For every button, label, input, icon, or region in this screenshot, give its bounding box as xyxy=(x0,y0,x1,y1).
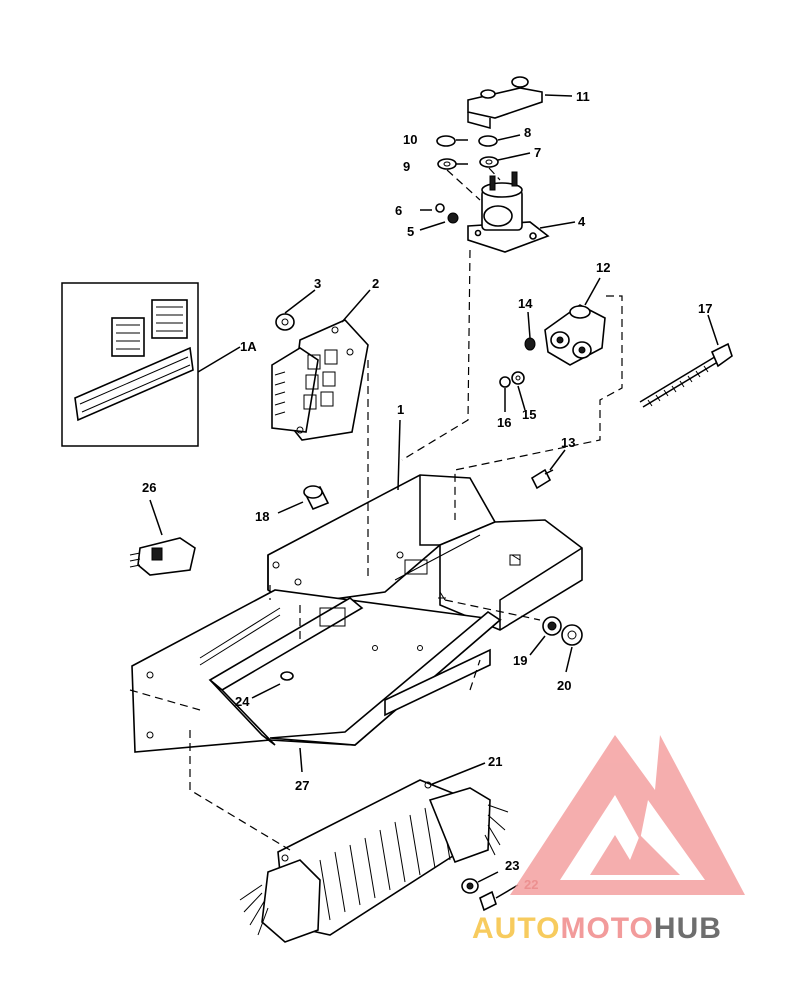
label-19: 19 xyxy=(513,653,527,668)
parts-22-23-hardware xyxy=(461,878,497,912)
parts-5-6-small-hardware xyxy=(435,203,459,224)
label-15: 15 xyxy=(522,407,536,422)
watermark-text-auto: AUTO xyxy=(472,912,560,945)
label-4: 4 xyxy=(578,214,586,229)
label-12: 12 xyxy=(596,260,610,275)
label-17: 17 xyxy=(698,301,712,316)
watermark-text-hub: HUB xyxy=(654,912,722,945)
label-7: 7 xyxy=(534,145,541,160)
part-labels: 11 10 8 9 7 6 5 4 12 3 2 14 17 1A 1 16 1… xyxy=(142,89,712,892)
label-14: 14 xyxy=(518,296,533,311)
label-24: 24 xyxy=(235,694,250,709)
part-27-base-tray xyxy=(131,554,521,753)
label-1: 1 xyxy=(397,402,404,417)
part-17-long-bolt xyxy=(639,342,733,408)
part-21-finned-module xyxy=(239,779,509,943)
parts-14-16-hardware xyxy=(499,337,536,388)
part-13-screw xyxy=(530,468,554,490)
label-20: 20 xyxy=(557,678,571,693)
label-23: 23 xyxy=(505,858,519,873)
label-16: 16 xyxy=(497,415,511,430)
part-2-connector-plate xyxy=(271,319,369,441)
label-11: 11 xyxy=(576,89,590,104)
watermark-text-moto: MOTO xyxy=(560,912,653,945)
part-18-spacer xyxy=(303,485,330,511)
label-27: 27 xyxy=(295,778,309,793)
assembly-dash-lines xyxy=(129,167,623,851)
watermark-triangle-inner xyxy=(560,795,705,880)
label-1a: 1A xyxy=(240,339,257,354)
part-12-relay xyxy=(544,304,606,366)
part-3-nut xyxy=(275,313,295,331)
label-3: 3 xyxy=(314,276,321,291)
part-1a-decal-box xyxy=(61,282,199,447)
label-5: 5 xyxy=(407,224,414,239)
label-26: 26 xyxy=(142,480,156,495)
label-21: 21 xyxy=(488,754,502,769)
svg-text:AUTOMOTOHUB: AUTOMOTOHUB xyxy=(472,912,722,945)
part-11-bracket xyxy=(467,76,543,129)
part-26-connector xyxy=(129,537,196,576)
leader-lines xyxy=(149,94,719,899)
label-2: 2 xyxy=(372,276,379,291)
part-1-main-tray xyxy=(267,474,583,631)
label-18: 18 xyxy=(255,509,269,524)
part-4-solenoid xyxy=(467,171,550,253)
label-6: 6 xyxy=(395,203,402,218)
watermark-logo: AUTOMOTOHUB xyxy=(472,735,745,945)
label-10: 10 xyxy=(403,132,417,147)
parts-19-20-hardware xyxy=(542,616,583,646)
label-9: 9 xyxy=(403,159,410,174)
label-8: 8 xyxy=(524,125,531,140)
label-13: 13 xyxy=(561,435,575,450)
